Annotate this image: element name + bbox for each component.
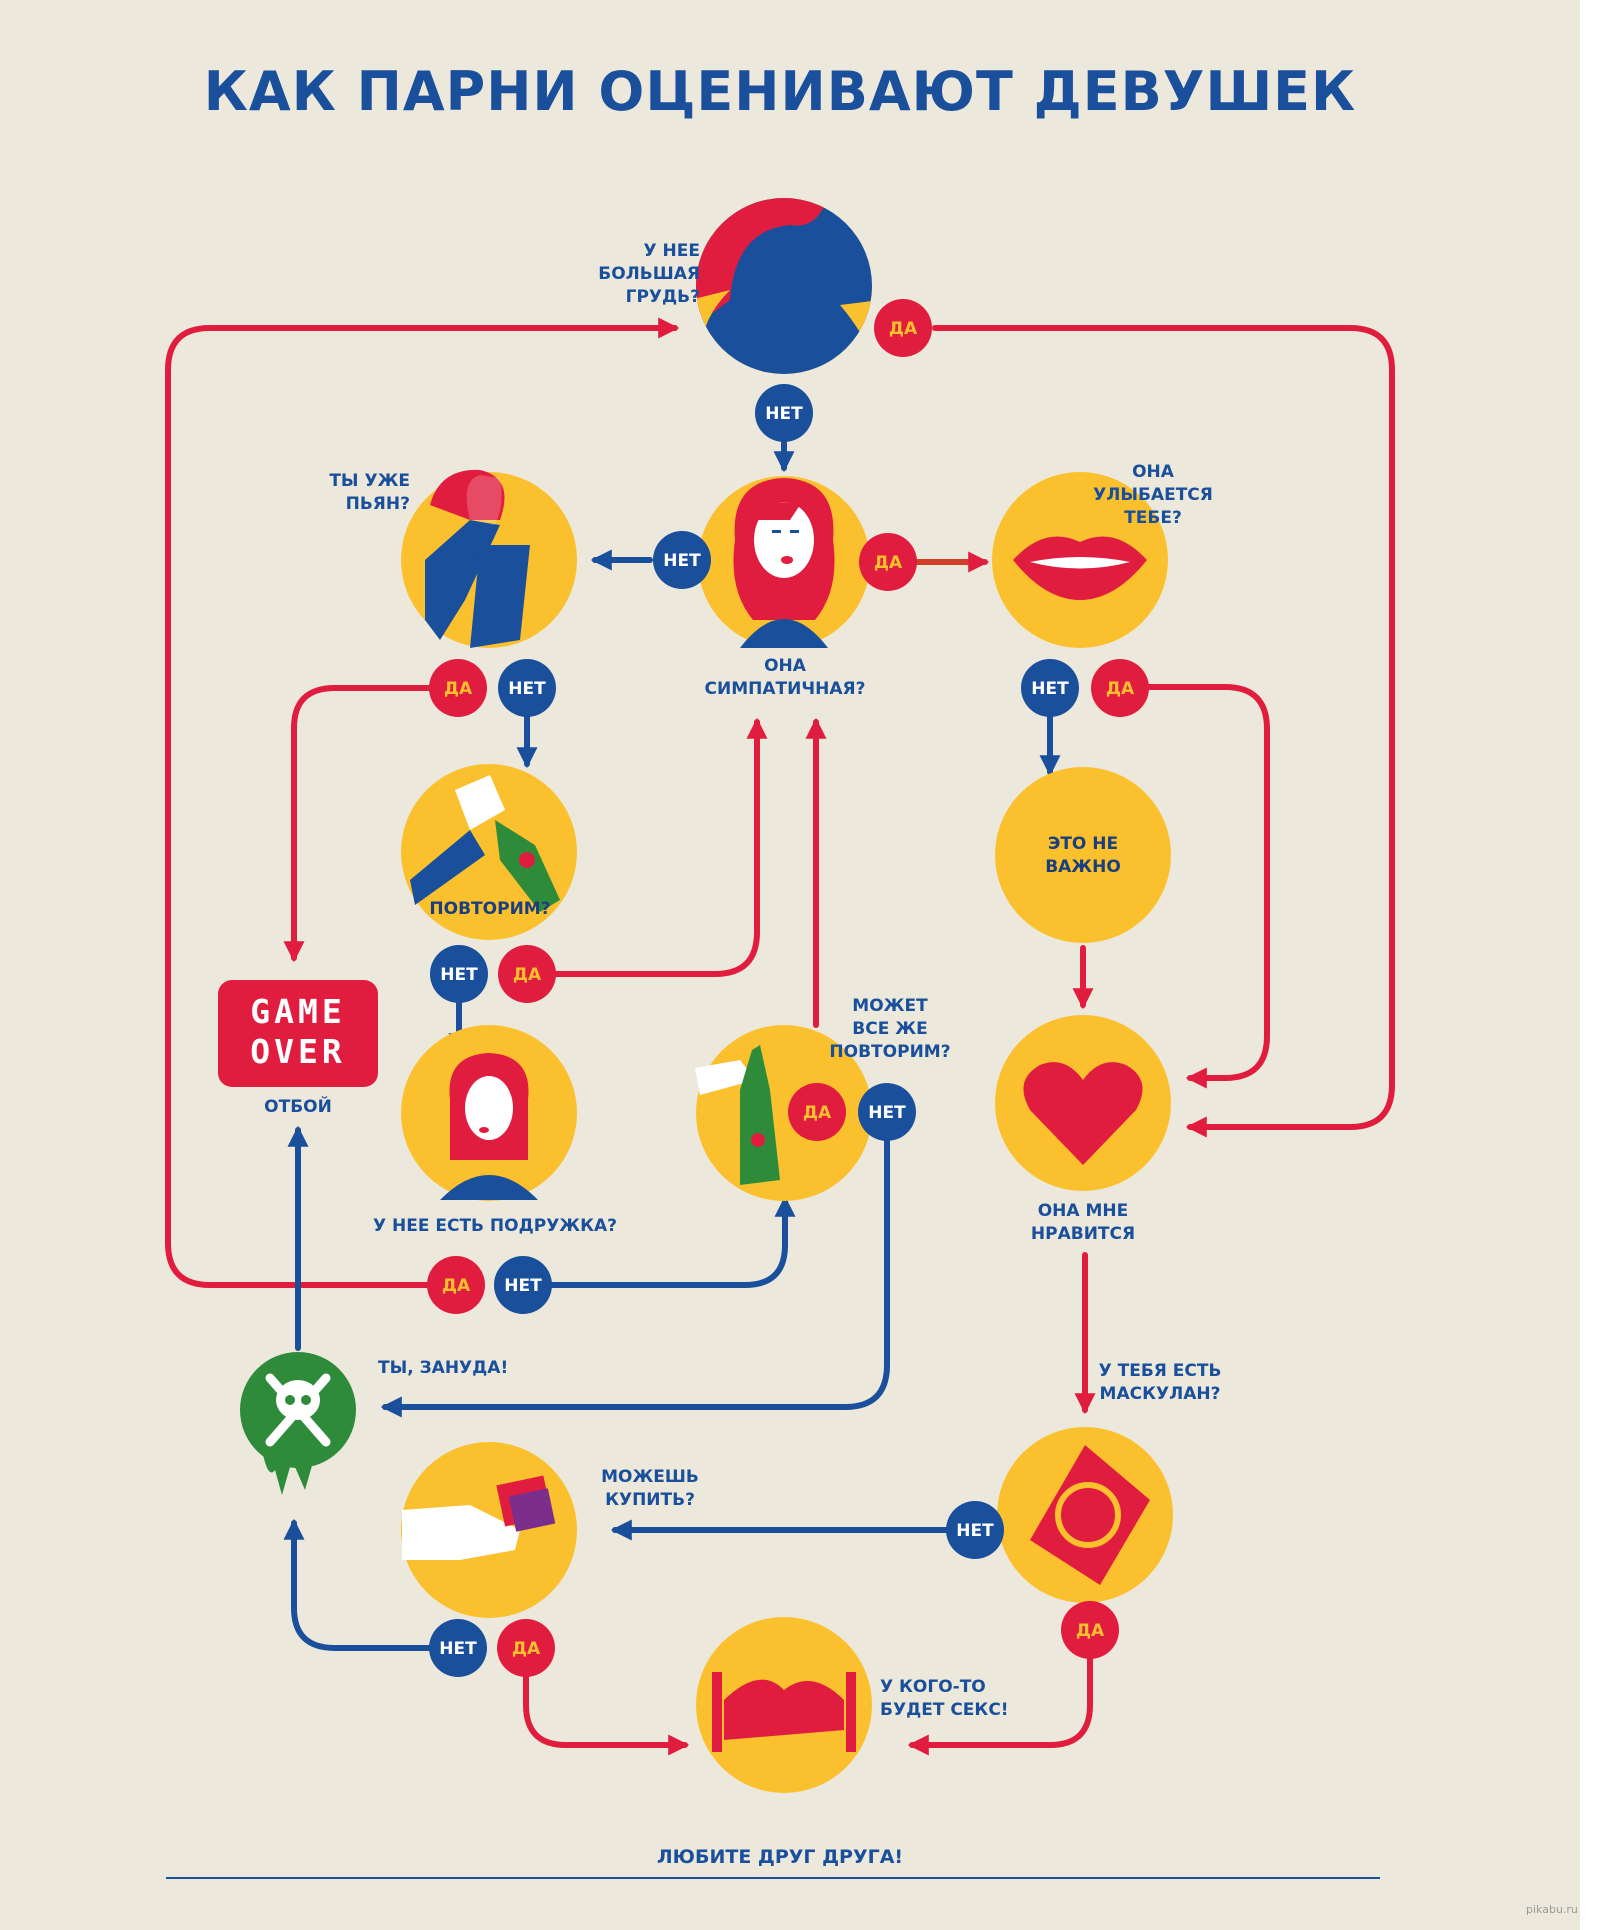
- answer-badge-label: ДА: [444, 679, 473, 699]
- answer-badge-label: ДА: [512, 1639, 541, 1659]
- node-sex: [696, 1617, 872, 1793]
- answer-badge-label: НЕТ: [663, 551, 701, 571]
- answer-badge-breasts-yes: ДА: [874, 299, 932, 357]
- footer-text: ЛЮБИТЕ ДРУГ ДРУГА!: [656, 1846, 904, 1868]
- connector-repeat-yes-to-cute: [547, 717, 768, 977]
- answer-badge-label: НЕТ: [765, 404, 803, 424]
- node-condom: [997, 1427, 1173, 1603]
- lips-icon: [1013, 536, 1147, 600]
- answer-badge-label: НЕТ: [1031, 679, 1069, 699]
- node-breasts: [696, 198, 872, 374]
- answer-badge-label: НЕТ: [956, 1521, 994, 1541]
- page-edge: [1580, 0, 1600, 1930]
- connector-buy-yes-to-sex: [523, 1667, 690, 1756]
- connector-buy-no-to-skull: [283, 1518, 438, 1651]
- answer-badge-smile-no: НЕТ: [1021, 659, 1079, 717]
- answer-badge-label: ДА: [1076, 1621, 1105, 1641]
- connector-drunk-yes-to-gameover: [283, 685, 433, 963]
- node-cute: [698, 476, 870, 648]
- game-over-box: GAME OVER: [218, 980, 378, 1087]
- footer-divider: [166, 1877, 1380, 1879]
- label-bore: ТЫ, ЗАНУДА!: [378, 1358, 509, 1378]
- heart-icon: [1023, 1062, 1143, 1165]
- answer-badge-label: ДА: [513, 965, 542, 985]
- node-friend: [401, 1025, 577, 1201]
- answer-badge-cute-no: НЕТ: [653, 531, 711, 589]
- redhead-woman-icon: [733, 478, 835, 648]
- connector-friend-yes-to-breasts: [165, 317, 680, 1288]
- bed-icon: [712, 1672, 856, 1752]
- condom-icon: [1030, 1445, 1150, 1585]
- answer-badge-label: НЕТ: [504, 1276, 542, 1296]
- connector-breasts-yes-to-heart: [932, 325, 1395, 1138]
- answer-badge-label: НЕТ: [508, 679, 546, 699]
- answer-badge-breasts-no: НЕТ: [755, 384, 813, 442]
- answer-badge-condom-no: НЕТ: [946, 1501, 1004, 1559]
- connector-friend-no-to-repeat-again: [547, 1195, 796, 1288]
- node-smile: [992, 472, 1168, 648]
- label-cute: ОНА СИМПАТИЧНАЯ?: [704, 656, 866, 699]
- woman-friend-icon: [440, 1053, 538, 1200]
- hand-money-icon: [402, 1475, 556, 1560]
- answer-badge-condom-yes: ДА: [1061, 1601, 1119, 1659]
- answer-badge-cute-yes: ДА: [859, 533, 917, 591]
- game-over-line2: OVER: [250, 1032, 346, 1071]
- answer-badge-label: ДА: [442, 1276, 471, 1296]
- answer-badge-drunk-yes: ДА: [429, 659, 487, 717]
- node-not-important: [995, 767, 1171, 943]
- answer-badge-label: НЕТ: [439, 1639, 477, 1659]
- answer-badge-label: ДА: [803, 1103, 832, 1123]
- answer-badges: ДА НЕТ НЕТ ДА ДА НЕТ НЕТ ДА НЕТ ДА ДА НЕТ ДА НЕТ НЕТ ДА…: [427, 299, 1149, 1677]
- answer-badge-drunk-no: НЕТ: [498, 659, 556, 717]
- answer-badge-buy-no: НЕТ: [429, 1619, 487, 1677]
- answer-badge-repeat-again-no: НЕТ: [858, 1083, 916, 1141]
- connector-smile-yes-to-heart: [1142, 684, 1270, 1089]
- label-buy: МОЖЕШЬ КУПИТЬ?: [601, 1467, 699, 1510]
- label-repeat-again: МОЖЕТ ВСЕ ЖЕ ПОВТОРИМ?: [829, 996, 951, 1062]
- watermark: pikabu.ru: [1526, 1903, 1578, 1916]
- connector-repeat-again-no-to-bore: [380, 1132, 890, 1418]
- label-like: ОНА МНЕ НРАВИТСЯ: [1030, 1201, 1136, 1244]
- answer-badge-label: НЕТ: [868, 1103, 906, 1123]
- answer-badge-friend-no: НЕТ: [494, 1256, 552, 1314]
- connector-condom-yes-to-sex: [907, 1652, 1093, 1756]
- answer-badge-label: ДА: [1106, 679, 1135, 699]
- silhouette-icon: [696, 198, 872, 374]
- node-buy: [401, 1442, 577, 1618]
- answer-badge-label: ДА: [889, 319, 918, 339]
- label-game-over-caption: ОТБОЙ: [264, 1097, 332, 1117]
- answer-badge-repeat-no: НЕТ: [430, 945, 488, 1003]
- node-drunk: [401, 469, 577, 648]
- node-heart: [995, 1015, 1171, 1191]
- answer-badge-repeat-yes: ДА: [498, 945, 556, 1003]
- answer-badge-repeat-again-yes: ДА: [788, 1083, 846, 1141]
- label-friend: У НЕЕ ЕСТЬ ПОДРУЖКА?: [372, 1216, 618, 1236]
- label-repeat: ПОВТОРИМ?: [429, 899, 551, 919]
- poster-title: КАК ПАРНИ ОЦЕНИВАЮТ ДЕВУШЕК: [203, 60, 1357, 123]
- answer-badge-label: НЕТ: [440, 965, 478, 985]
- label-breasts: У НЕЕ БОЛЬШАЯ ГРУДЬ?: [598, 241, 700, 307]
- answer-badge-buy-yes: ДА: [497, 1619, 555, 1677]
- label-condom: У ТЕБЯ ЕСТЬ МАСКУЛАН?: [1098, 1361, 1222, 1404]
- facepalm-icon: [425, 469, 530, 648]
- label-smile: ОНА УЛЫБАЕТСЯ ТЕБЕ?: [1093, 462, 1213, 528]
- answer-badge-smile-yes: ДА: [1091, 659, 1149, 717]
- answer-badge-friend-yes: ДА: [427, 1256, 485, 1314]
- bottle-icon: [695, 1045, 780, 1185]
- node-skull: [240, 1352, 356, 1495]
- node-repeat-again: [695, 1025, 872, 1201]
- label-drunk: ТЫ УЖЕ ПЬЯН?: [329, 471, 410, 514]
- label-sex: У КОГО-ТО БУДЕТ СЕКС!: [880, 1677, 1009, 1720]
- drink-toast-icon: [410, 775, 560, 912]
- label-not-important: ЭТО НЕ ВАЖНО: [1045, 834, 1121, 877]
- node-repeat: [401, 764, 577, 940]
- answer-badge-label: ДА: [874, 553, 903, 573]
- game-over-line1: GAME: [250, 992, 346, 1031]
- skull-crossbones-icon: [265, 1373, 331, 1447]
